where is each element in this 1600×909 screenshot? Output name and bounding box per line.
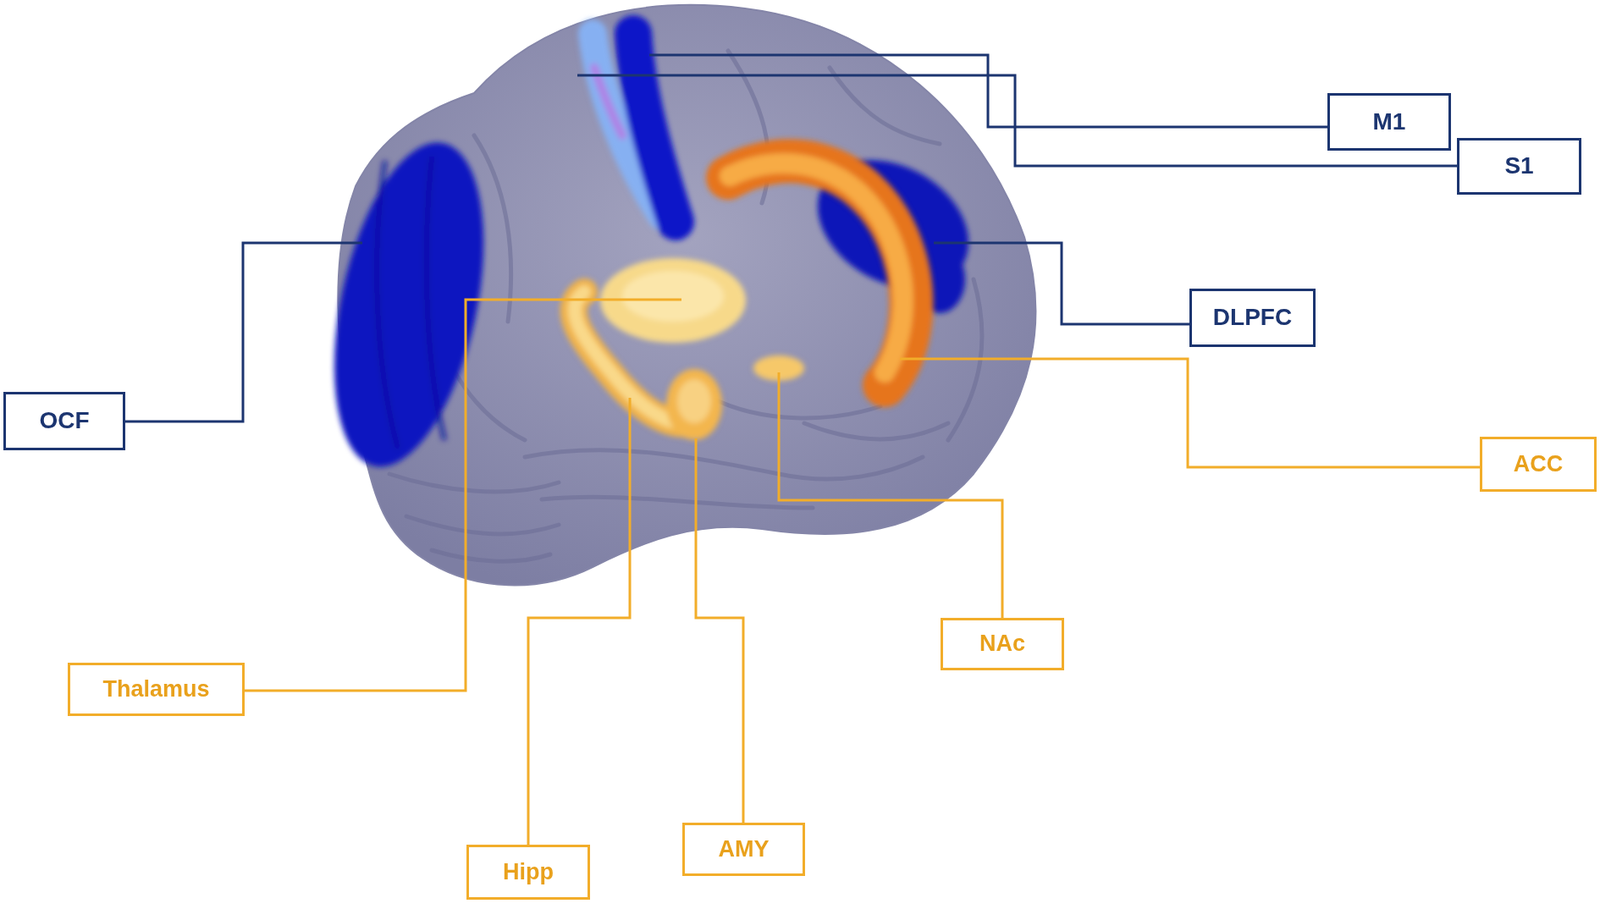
label-box: NAc — [940, 617, 1065, 671]
region-label: Hipp — [502, 860, 554, 886]
region-label: M1 — [1373, 109, 1407, 136]
region-label: Thalamus — [102, 677, 210, 703]
cortical-regions — [308, 33, 992, 480]
label-box: AMY — [682, 822, 806, 877]
leader-lines — [125, 55, 1480, 845]
label-box: Hipp — [466, 844, 591, 900]
label-box: S1 — [1456, 137, 1582, 195]
label-box: M1 — [1327, 93, 1452, 151]
region-label: S1 — [1504, 153, 1534, 180]
leader-line — [899, 358, 1480, 468]
label-box: DLPFC — [1189, 288, 1316, 348]
leader-line — [778, 372, 1003, 618]
leader-line — [244, 299, 682, 691]
region-label: DLPFC — [1213, 304, 1292, 332]
leader-line — [528, 397, 630, 845]
region-label: AMY — [718, 837, 770, 863]
label-box: Thalamus — [67, 662, 245, 717]
leader-line — [649, 55, 1328, 127]
leader-line — [125, 242, 363, 422]
leader-line — [933, 242, 1190, 325]
region-label: NAc — [979, 631, 1026, 657]
label-box: ACC — [1479, 436, 1597, 492]
label-box: OCF — [3, 391, 126, 451]
leader-line — [577, 75, 1457, 166]
region-label: ACC — [1513, 452, 1564, 478]
leader-line — [695, 438, 744, 823]
region-label: OCF — [38, 408, 89, 435]
